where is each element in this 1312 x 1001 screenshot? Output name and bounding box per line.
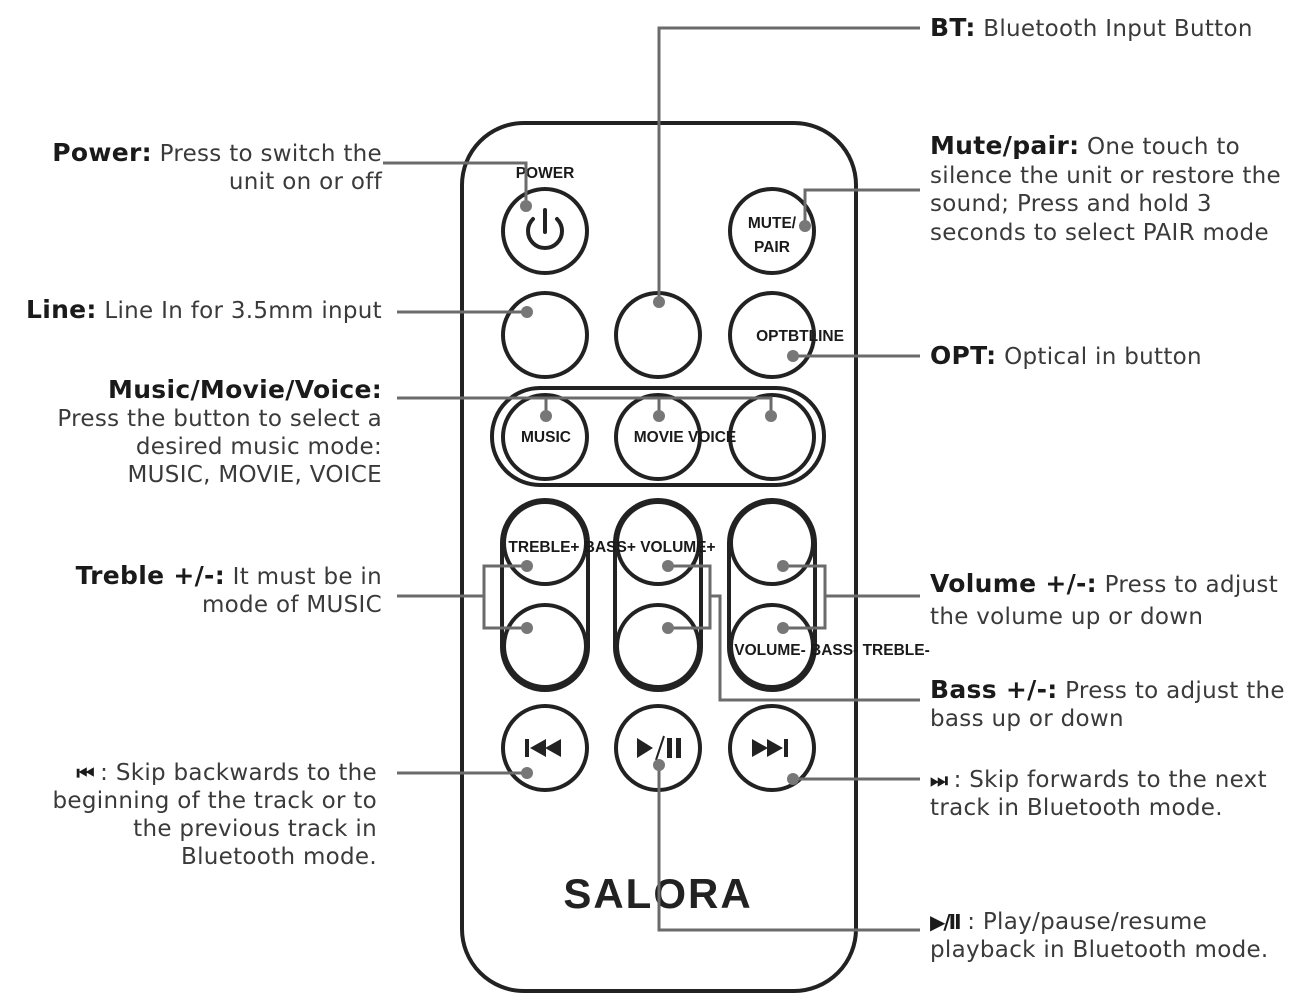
bt-callout: BT: Bluetooth Input Button <box>930 14 1253 43</box>
opt-button-label: OPTBTLINE <box>756 328 844 345</box>
mute-callout-line4: seconds to select PAIR mode <box>930 219 1269 246</box>
treble-callout-title: Treble +/-: <box>75 561 226 590</box>
mute-pair-button[interactable] <box>728 187 816 275</box>
play-pause-icon: ▶/II <box>930 910 962 934</box>
treble-down-button[interactable] <box>502 603 588 689</box>
voice-button[interactable] <box>728 393 816 481</box>
treble-bracket <box>482 564 527 630</box>
next-button[interactable] <box>728 704 816 792</box>
bass-up-button[interactable] <box>615 500 701 586</box>
play-pause-button[interactable] <box>614 704 702 792</box>
mute-callout-line3: sound; Press and hold 3 <box>930 191 1212 217</box>
play-pause-icon <box>637 735 681 761</box>
prev-button[interactable] <box>501 704 589 792</box>
mute-pair-label-1: MUTE/ <box>748 215 797 232</box>
treble-callout-line1: It must be in <box>232 564 382 590</box>
bt-callout-title: BT: <box>930 13 976 42</box>
prev-callout-line1: : Skip backwards to the <box>100 760 377 786</box>
bt-leader <box>657 26 920 302</box>
mute-callout: Mute/pair: One touch to silence the unit… <box>930 131 1281 247</box>
power-callout: Power: Press to switch the unit on or of… <box>52 139 382 196</box>
upper-row-label: TREBLE+ BASS+ VOLUME+ <box>508 539 715 556</box>
next-callout: ⏭ : Skip forwards to the next track in B… <box>930 766 1267 822</box>
skip-back-icon <box>525 739 561 757</box>
mute-leader <box>803 188 920 226</box>
volume-callout-line1: Press to adjust <box>1104 572 1279 598</box>
power-callout-line1: Press to switch the <box>159 141 382 167</box>
bass-callout-line1: Press to adjust the <box>1065 678 1285 704</box>
leader-dots <box>520 200 811 785</box>
next-callout-line2: track in Bluetooth mode. <box>930 795 1223 821</box>
skip-forward-icon: ⏭ <box>930 768 948 792</box>
opt-callout: OPT: Optical in button <box>930 342 1202 371</box>
volume-down-button[interactable] <box>729 603 815 689</box>
line-button[interactable] <box>501 291 589 379</box>
brand-logo: SALORA <box>563 870 752 917</box>
music-button-label: MUSIC <box>521 429 571 446</box>
power-button-label: POWER <box>516 165 575 182</box>
line-callout-text: Line In for 3.5mm input <box>104 298 382 324</box>
prev-callout-line3: the previous track in <box>133 816 377 842</box>
bass-callout-line2: bass up or down <box>930 706 1124 732</box>
power-leader <box>383 161 528 206</box>
volume-callout-line2: the volume up or down <box>930 604 1204 630</box>
power-button[interactable] <box>501 187 589 275</box>
music-button[interactable] <box>501 393 589 481</box>
power-icon <box>526 208 564 251</box>
bass-callout-title: Bass +/-: <box>930 675 1058 704</box>
play-callout: ▶/II : Play/pause/resume playback in Blu… <box>930 908 1269 964</box>
mode-callout-line2: desired music mode: <box>135 434 382 460</box>
play-callout-line2: playback in Bluetooth mode. <box>930 937 1269 963</box>
prev-callout-line4: Bluetooth mode. <box>180 844 377 870</box>
movie-voice-label: MOVIE VOICE <box>634 429 737 446</box>
movie-button[interactable] <box>614 393 702 481</box>
power-callout-line2: unit on or off <box>228 169 382 195</box>
prev-callout: ⏮ : Skip backwards to the beginning of t… <box>53 759 377 871</box>
skip-forward-icon <box>752 739 788 757</box>
mode-callout-title: Music/Movie/Voice: <box>108 375 382 404</box>
volume-callout: Volume +/-: Press to adjust the volume u… <box>930 568 1278 633</box>
mute-callout-line2: silence the unit or restore the <box>930 162 1281 189</box>
play-leader <box>657 765 920 932</box>
mode-callout-line3: MUSIC, MOVIE, VOICE <box>127 462 382 488</box>
opt-callout-title: OPT: <box>930 341 997 370</box>
mute-callout-line1: One touch to <box>1087 134 1241 160</box>
treble-callout: Treble +/-: It must be in mode of MUSIC <box>76 562 382 619</box>
skip-back-icon: ⏮ <box>76 761 95 785</box>
volume-up-button[interactable] <box>729 500 815 586</box>
bass-callout: Bass +/-: Press to adjust the bass up or… <box>930 676 1285 733</box>
prev-callout-line2: beginning of the track or to <box>52 788 377 814</box>
mute-callout-title: Mute/pair: <box>930 131 1080 160</box>
line-callout: Line: Line In for 3.5mm input <box>26 296 382 325</box>
mute-pair-label-2: PAIR <box>754 239 790 256</box>
line-callout-title: Line: <box>25 295 97 324</box>
bass-down-button[interactable] <box>615 603 701 689</box>
play-callout-line1: : Play/pause/resume <box>967 909 1208 935</box>
bt-callout-text: Bluetooth Input Button <box>983 16 1253 42</box>
volume-callout-title: Volume +/-: <box>930 569 1097 598</box>
bass-leader <box>710 594 920 702</box>
mode-callout-line1: Press the button to select a <box>57 406 382 432</box>
mode-callout: Music/Movie/Voice: Press the button to s… <box>57 376 382 489</box>
power-callout-title: Power: <box>52 138 152 167</box>
lower-row-label: VOLUME- BASS- TREBLE- <box>734 642 929 659</box>
opt-callout-text: Optical in button <box>1004 344 1202 370</box>
next-callout-line1: : Skip forwards to the next <box>953 767 1267 793</box>
treble-callout-line2: mode of MUSIC <box>201 592 382 618</box>
